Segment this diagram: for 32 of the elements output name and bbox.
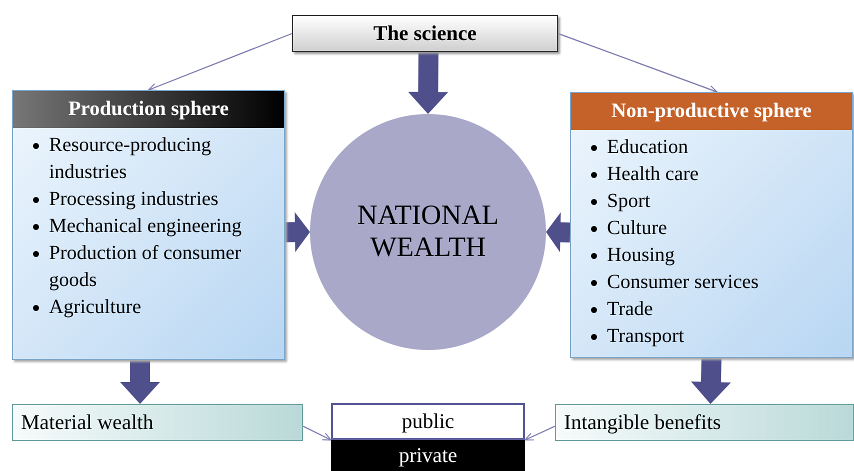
production-panel [12, 90, 285, 360]
arrow [524, 426, 556, 441]
arrow [302, 426, 332, 441]
arrow [148, 32, 292, 91]
list-item: Production of consumer goods [49, 241, 242, 293]
block-arrow [284, 212, 310, 252]
block-arrow [408, 52, 448, 114]
ownership-box: private [331, 440, 525, 471]
list-item: Trade [607, 297, 653, 322]
result-box: Intangible benefits [555, 404, 854, 441]
list-item: Transport [607, 324, 684, 349]
circle-label: NATIONAL WEALTH [356, 200, 500, 264]
block-arrow [690, 358, 731, 404]
block-arrow [120, 360, 160, 404]
list-item: Consumer services [607, 270, 759, 295]
ownership-box: public [331, 403, 525, 440]
list-item: Health care [607, 162, 699, 187]
list-item: Education [607, 135, 688, 160]
list-item: Processing industries [49, 187, 218, 212]
arrow [558, 32, 718, 94]
non-productive-panel [570, 92, 853, 358]
panel-header: Production sphere [13, 91, 284, 128]
result-box: Material wealth [12, 404, 303, 441]
list-item: Culture [607, 216, 667, 241]
block-arrow [546, 212, 570, 252]
list-item: Mechanical engineering [49, 214, 242, 239]
title-box: The science [292, 15, 558, 52]
panel-header: Non-productive sphere [571, 93, 852, 130]
list-item: Agriculture [49, 295, 142, 320]
list-item: Housing [607, 243, 675, 268]
list-item: Resource-producing industries [49, 133, 212, 185]
list-item: Sport [607, 189, 650, 214]
